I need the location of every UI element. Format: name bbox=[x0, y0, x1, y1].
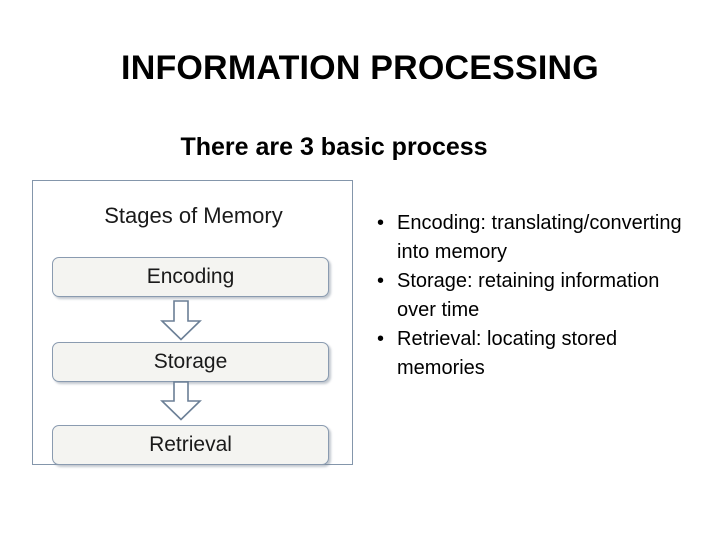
stages-of-memory-diagram: Stages of Memory Encoding Storage Retrie… bbox=[32, 180, 353, 465]
list-item-text: Encoding: translating/converting into me… bbox=[397, 212, 682, 263]
list-item: • Retrieval: locating stored memories bbox=[371, 325, 683, 382]
arrow-down-icon bbox=[160, 381, 202, 421]
bullet-list: • Encoding: translating/converting into … bbox=[371, 209, 683, 383]
stage-box-retrieval-label: Retrieval bbox=[149, 433, 232, 456]
stage-box-retrieval[interactable]: Retrieval bbox=[52, 425, 329, 465]
list-item: • Storage: retaining information over ti… bbox=[371, 267, 683, 324]
stage-box-storage[interactable]: Storage bbox=[52, 342, 329, 382]
stage-box-encoding[interactable]: Encoding bbox=[52, 257, 329, 297]
list-item: • Encoding: translating/converting into … bbox=[371, 209, 683, 266]
bullet-marker-icon: • bbox=[377, 212, 385, 234]
list-item-text: Storage: retaining information over time bbox=[397, 270, 660, 321]
stage-box-storage-label: Storage bbox=[153, 350, 228, 373]
list-item-text: Retrieval: locating stored memories bbox=[397, 328, 618, 379]
diagram-heading: Stages of Memory bbox=[104, 203, 283, 228]
arrow-down-icon bbox=[160, 300, 202, 341]
bullet-marker-icon: • bbox=[377, 270, 385, 292]
stage-box-encoding-label: Encoding bbox=[146, 265, 235, 288]
slide-subtitle: There are 3 basic process bbox=[180, 133, 488, 161]
page-title: INFORMATION PROCESSING bbox=[121, 49, 599, 87]
bullet-marker-icon: • bbox=[377, 328, 385, 350]
